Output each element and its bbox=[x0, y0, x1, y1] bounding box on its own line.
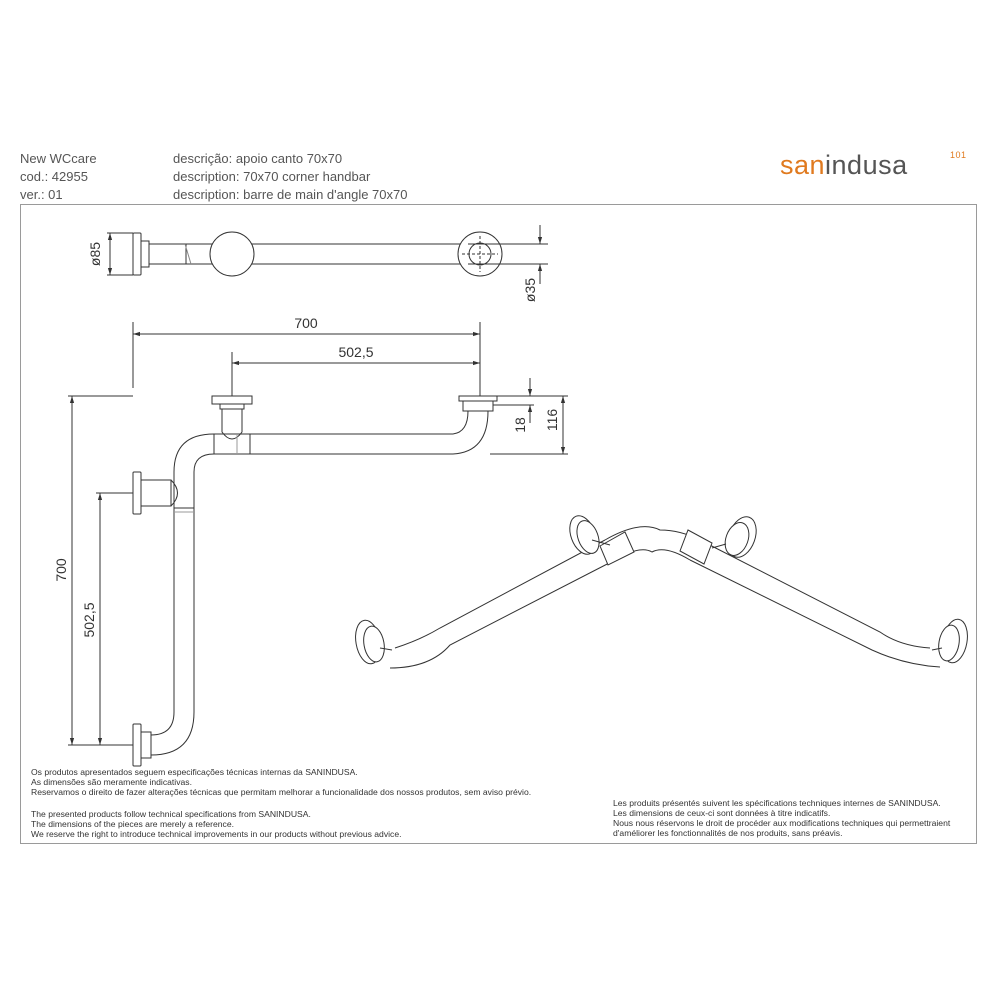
product-info: New WCcare cod.: 42955 ver.: 01 bbox=[20, 150, 97, 204]
disclaimer-en: The presented products follow technical … bbox=[31, 809, 402, 839]
product-code: cod.: 42955 bbox=[20, 169, 88, 184]
note-line: Nous nous réservons le droit de procéder… bbox=[613, 818, 951, 828]
note-line: Les dimensions de ceux-ci sont données à… bbox=[613, 808, 831, 818]
product-name: New WCcare bbox=[20, 151, 97, 166]
description-en: description: 70x70 corner handbar bbox=[173, 169, 371, 184]
note-line: As dimensões são meramente indicativas. bbox=[31, 777, 192, 787]
dimension-left-502 bbox=[96, 492, 133, 745]
label-h18: 18 bbox=[512, 417, 528, 433]
note-line: We reserve the right to introduce techni… bbox=[31, 829, 402, 839]
sanindusa-logo: sanindusa 101 bbox=[780, 150, 966, 181]
dimension-h18 bbox=[493, 378, 534, 423]
logo-part-san: san bbox=[780, 150, 826, 180]
dimension-d85 bbox=[107, 232, 133, 276]
upper-bar bbox=[211, 395, 498, 455]
note-line: Les produits présentés suivent les spéci… bbox=[613, 798, 941, 808]
perspective-view bbox=[355, 515, 968, 669]
note-line: Reservamos o direito de fazer alterações… bbox=[31, 787, 532, 797]
vertical-bar bbox=[132, 433, 215, 767]
label-top-700: 700 bbox=[294, 315, 318, 331]
top-view bbox=[132, 231, 503, 277]
dimension-d35 bbox=[491, 225, 548, 284]
description-pt: descrição: apoio canto 70x70 bbox=[173, 151, 343, 166]
label-h116: 116 bbox=[544, 409, 560, 432]
note-line: The presented products follow technical … bbox=[31, 809, 311, 819]
note-line: d'améliorer les fonctionnalités de nos p… bbox=[613, 828, 843, 838]
drawing-frame bbox=[20, 204, 977, 844]
note-line: The dimensions of the pieces are merely … bbox=[31, 819, 235, 829]
logo-part-indusa: indusa bbox=[825, 150, 908, 180]
disclaimer-fr: Les produits présentés suivent les spéci… bbox=[613, 798, 950, 838]
dimension-top-700 bbox=[132, 322, 481, 398]
label-d35: ø35 bbox=[522, 278, 538, 302]
dimension-top-502 bbox=[231, 352, 480, 398]
product-version: ver.: 01 bbox=[20, 187, 63, 202]
product-descriptions: descrição: apoio canto 70x70 description… bbox=[173, 150, 407, 204]
label-left-700: 700 bbox=[53, 558, 69, 582]
dimension-h116 bbox=[490, 395, 568, 455]
label-d85: ø85 bbox=[87, 242, 103, 266]
logo-mark: 101 bbox=[950, 150, 967, 160]
label-top-502: 502,5 bbox=[338, 344, 373, 360]
note-line: Os produtos apresentados seguem especifi… bbox=[31, 767, 358, 777]
label-left-502: 502,5 bbox=[81, 602, 97, 637]
description-fr: description: barre de main d'angle 70x70 bbox=[173, 187, 408, 202]
disclaimer-pt: Os produtos apresentados seguem especifi… bbox=[31, 767, 531, 797]
